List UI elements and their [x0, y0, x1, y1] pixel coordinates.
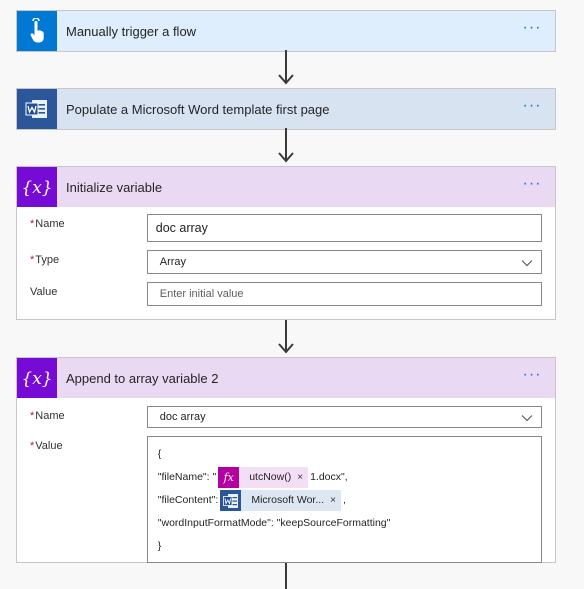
connector-line: [285, 50, 287, 83]
json-line: "fileContent": Micr: [158, 489, 531, 512]
touch-hand-icon: [17, 11, 57, 51]
init-name-input[interactable]: doc array: [146, 214, 542, 242]
expression-token-text: utcNow(): [249, 471, 292, 483]
word-icon: [220, 490, 242, 511]
initialize-variable-card[interactable]: {x} Initialize variable ··· *Name doc ar…: [16, 166, 556, 320]
append-array-variable-header[interactable]: {x} Append to array variable 2 ···: [17, 358, 555, 398]
init-type-label: *Type: [30, 254, 60, 266]
word-icon: [17, 89, 57, 129]
word-step-card[interactable]: Populate a Microsoft Word template first…: [16, 88, 556, 130]
init-value-label: Value: [30, 286, 58, 298]
connector-arrow-icon: [278, 74, 294, 85]
dynamic-token-text: Microsoft Wor...: [251, 494, 325, 506]
initialize-variable-title: Initialize variable: [66, 179, 163, 195]
connector-line: [285, 320, 287, 352]
json-filecontent-suffix: ,: [342, 494, 346, 506]
trigger-step-header[interactable]: Manually trigger a flow ···: [17, 11, 555, 51]
connector-line: [285, 563, 287, 589]
append-name-row: *Name doc array: [30, 406, 542, 428]
variable-braces-icon: {x}: [17, 358, 57, 398]
word-step-header[interactable]: Populate a Microsoft Word template first…: [17, 89, 555, 129]
svg-text:{x}: {x}: [23, 178, 51, 198]
init-value-row: Value Enter initial value: [30, 282, 542, 306]
chevron-down-icon: [521, 415, 533, 422]
svg-text:{x}: {x}: [23, 369, 51, 389]
function-fx-icon: fx: [218, 467, 240, 488]
connector-line: [285, 128, 287, 161]
remove-token-close-icon[interactable]: ×: [297, 472, 304, 483]
init-type-row: *Type Array: [30, 250, 542, 274]
json-filename-key: "fileName": ": [157, 471, 217, 483]
word-step-title: Populate a Microsoft Word template first…: [66, 101, 330, 117]
append-name-value: doc array: [159, 411, 206, 423]
append-name-label: *Name: [30, 410, 65, 422]
json-line: "wordInputFormatMode": "keepSourceFormat…: [158, 512, 531, 535]
init-value-input[interactable]: Enter initial value: [146, 282, 542, 306]
json-filecontent-key: "fileContent":: [157, 494, 219, 506]
init-value-placeholder: Enter initial value: [159, 288, 244, 300]
initialize-more-options-button[interactable]: ···: [522, 175, 542, 192]
init-name-label: *Name: [30, 218, 65, 230]
remove-token-close-icon[interactable]: ×: [330, 495, 336, 506]
expression-token[interactable]: fx utcNow() ×: [218, 467, 309, 488]
dynamic-content-token[interactable]: Microsoft Wor... ×: [220, 490, 341, 511]
trigger-more-options-button[interactable]: ···: [522, 19, 542, 36]
chevron-down-icon: [521, 260, 533, 267]
append-value-editor[interactable]: { "fileName": " fx utcNow() × 1.docx", "…: [146, 436, 542, 563]
word-more-options-button[interactable]: ···: [522, 97, 542, 114]
json-mode-line: "wordInputFormatMode": "keepSourceFormat…: [157, 517, 391, 529]
append-more-options-button[interactable]: ···: [522, 366, 542, 383]
append-name-select[interactable]: doc array: [146, 406, 542, 428]
append-array-variable-title: Append to array variable 2: [66, 370, 219, 386]
connector-arrow-icon: [278, 343, 294, 354]
initialize-variable-header[interactable]: {x} Initialize variable ···: [17, 167, 555, 207]
init-type-value: Array: [159, 256, 187, 268]
variable-braces-icon: {x}: [17, 167, 57, 207]
append-value-label: *Value: [30, 440, 63, 452]
append-array-variable-card[interactable]: {x} Append to array variable 2 ··· *Name…: [16, 357, 556, 563]
trigger-step-card[interactable]: Manually trigger a flow ···: [16, 10, 556, 52]
connector-arrow-icon: [278, 152, 294, 163]
init-name-row: *Name doc array: [30, 214, 542, 242]
json-filename-suffix: 1.docx",: [310, 471, 348, 483]
trigger-step-title: Manually trigger a flow: [66, 23, 197, 39]
init-type-select[interactable]: Array: [146, 250, 542, 274]
json-line: "fileName": " fx utcNow() × 1.docx",: [158, 466, 531, 489]
json-line: {: [157, 448, 162, 460]
json-line: }: [157, 540, 162, 552]
append-value-row: *Value { "fileName": " fx utcNow() × 1.d…: [30, 436, 542, 563]
